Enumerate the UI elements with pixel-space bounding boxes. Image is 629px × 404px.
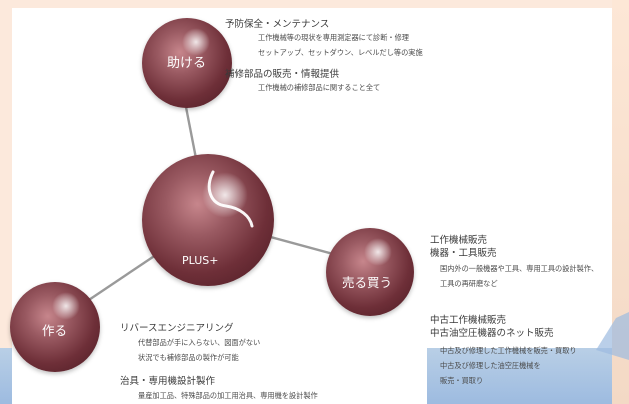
help-item-parts: 工作機械の補修部品に関すること全て: [258, 83, 381, 92]
sell-item-buy-sell: 販売・買取り: [440, 376, 484, 385]
node-help-sphere: 助ける: [142, 18, 232, 108]
sell-heading-used-machine: 中古工作機械販売: [430, 315, 507, 326]
sell-item-used-hydraulic: 中古及び修理した油空圧機械を: [440, 361, 541, 370]
make-item-no-drawings: 代替部品が手に入らない、図面がない: [138, 338, 261, 347]
node-sell-sphere: 売る買う: [326, 228, 414, 316]
help-heading-parts: 補修部品の販売・情報提供: [225, 69, 340, 80]
sphere-highlight: [364, 238, 392, 266]
sphere-highlight: [202, 172, 248, 218]
sphere-highlight: [52, 292, 80, 320]
node-center-label: PLUS+: [182, 254, 219, 267]
help-item-diagnosis: 工作機械等の現状を専用測定器にて診断・修理: [258, 33, 409, 42]
make-item-jigs: 量産加工品、特殊部品の加工用治具、専用機を設計製作: [138, 391, 318, 400]
make-item-repair-parts: 状況でも補修部品の製作が可能: [138, 353, 239, 362]
node-help-label: 助ける: [167, 56, 207, 71]
sell-item-tools: 国内外の一般機器や工具、専用工具の設計製作、: [440, 264, 599, 273]
node-make-sphere: 作る: [10, 282, 100, 372]
make-heading-reverse-engineering: リバースエンジニアリング: [120, 323, 234, 334]
sell-heading-used-hydraulic: 中古油空圧機器のネット販売: [430, 328, 554, 339]
sell-item-regrind: 工具の再研磨など: [440, 279, 498, 288]
right-edge-strip: [612, 0, 629, 404]
help-heading-maintenance: 予防保全・メンテナンス: [225, 19, 330, 30]
node-sell-label: 売る買う: [342, 275, 393, 290]
sphere-highlight: [182, 28, 210, 56]
white-panel: [12, 8, 616, 400]
sell-heading-tools: 機器・工具販売: [430, 248, 497, 259]
sell-heading-machine: 工作機械販売: [430, 235, 488, 246]
make-heading-jigs: 治具・専用機設計製作: [120, 376, 216, 387]
sell-item-used-machine: 中古及び修理した工作機械を販売・買取り: [440, 346, 577, 355]
corner-decoration: [596, 312, 629, 360]
help-item-setup: セットアップ、セットダウン、レベルだし等の実施: [258, 48, 423, 57]
node-center-sphere: PLUS+: [142, 154, 274, 286]
node-make-label: 作る: [42, 323, 68, 338]
